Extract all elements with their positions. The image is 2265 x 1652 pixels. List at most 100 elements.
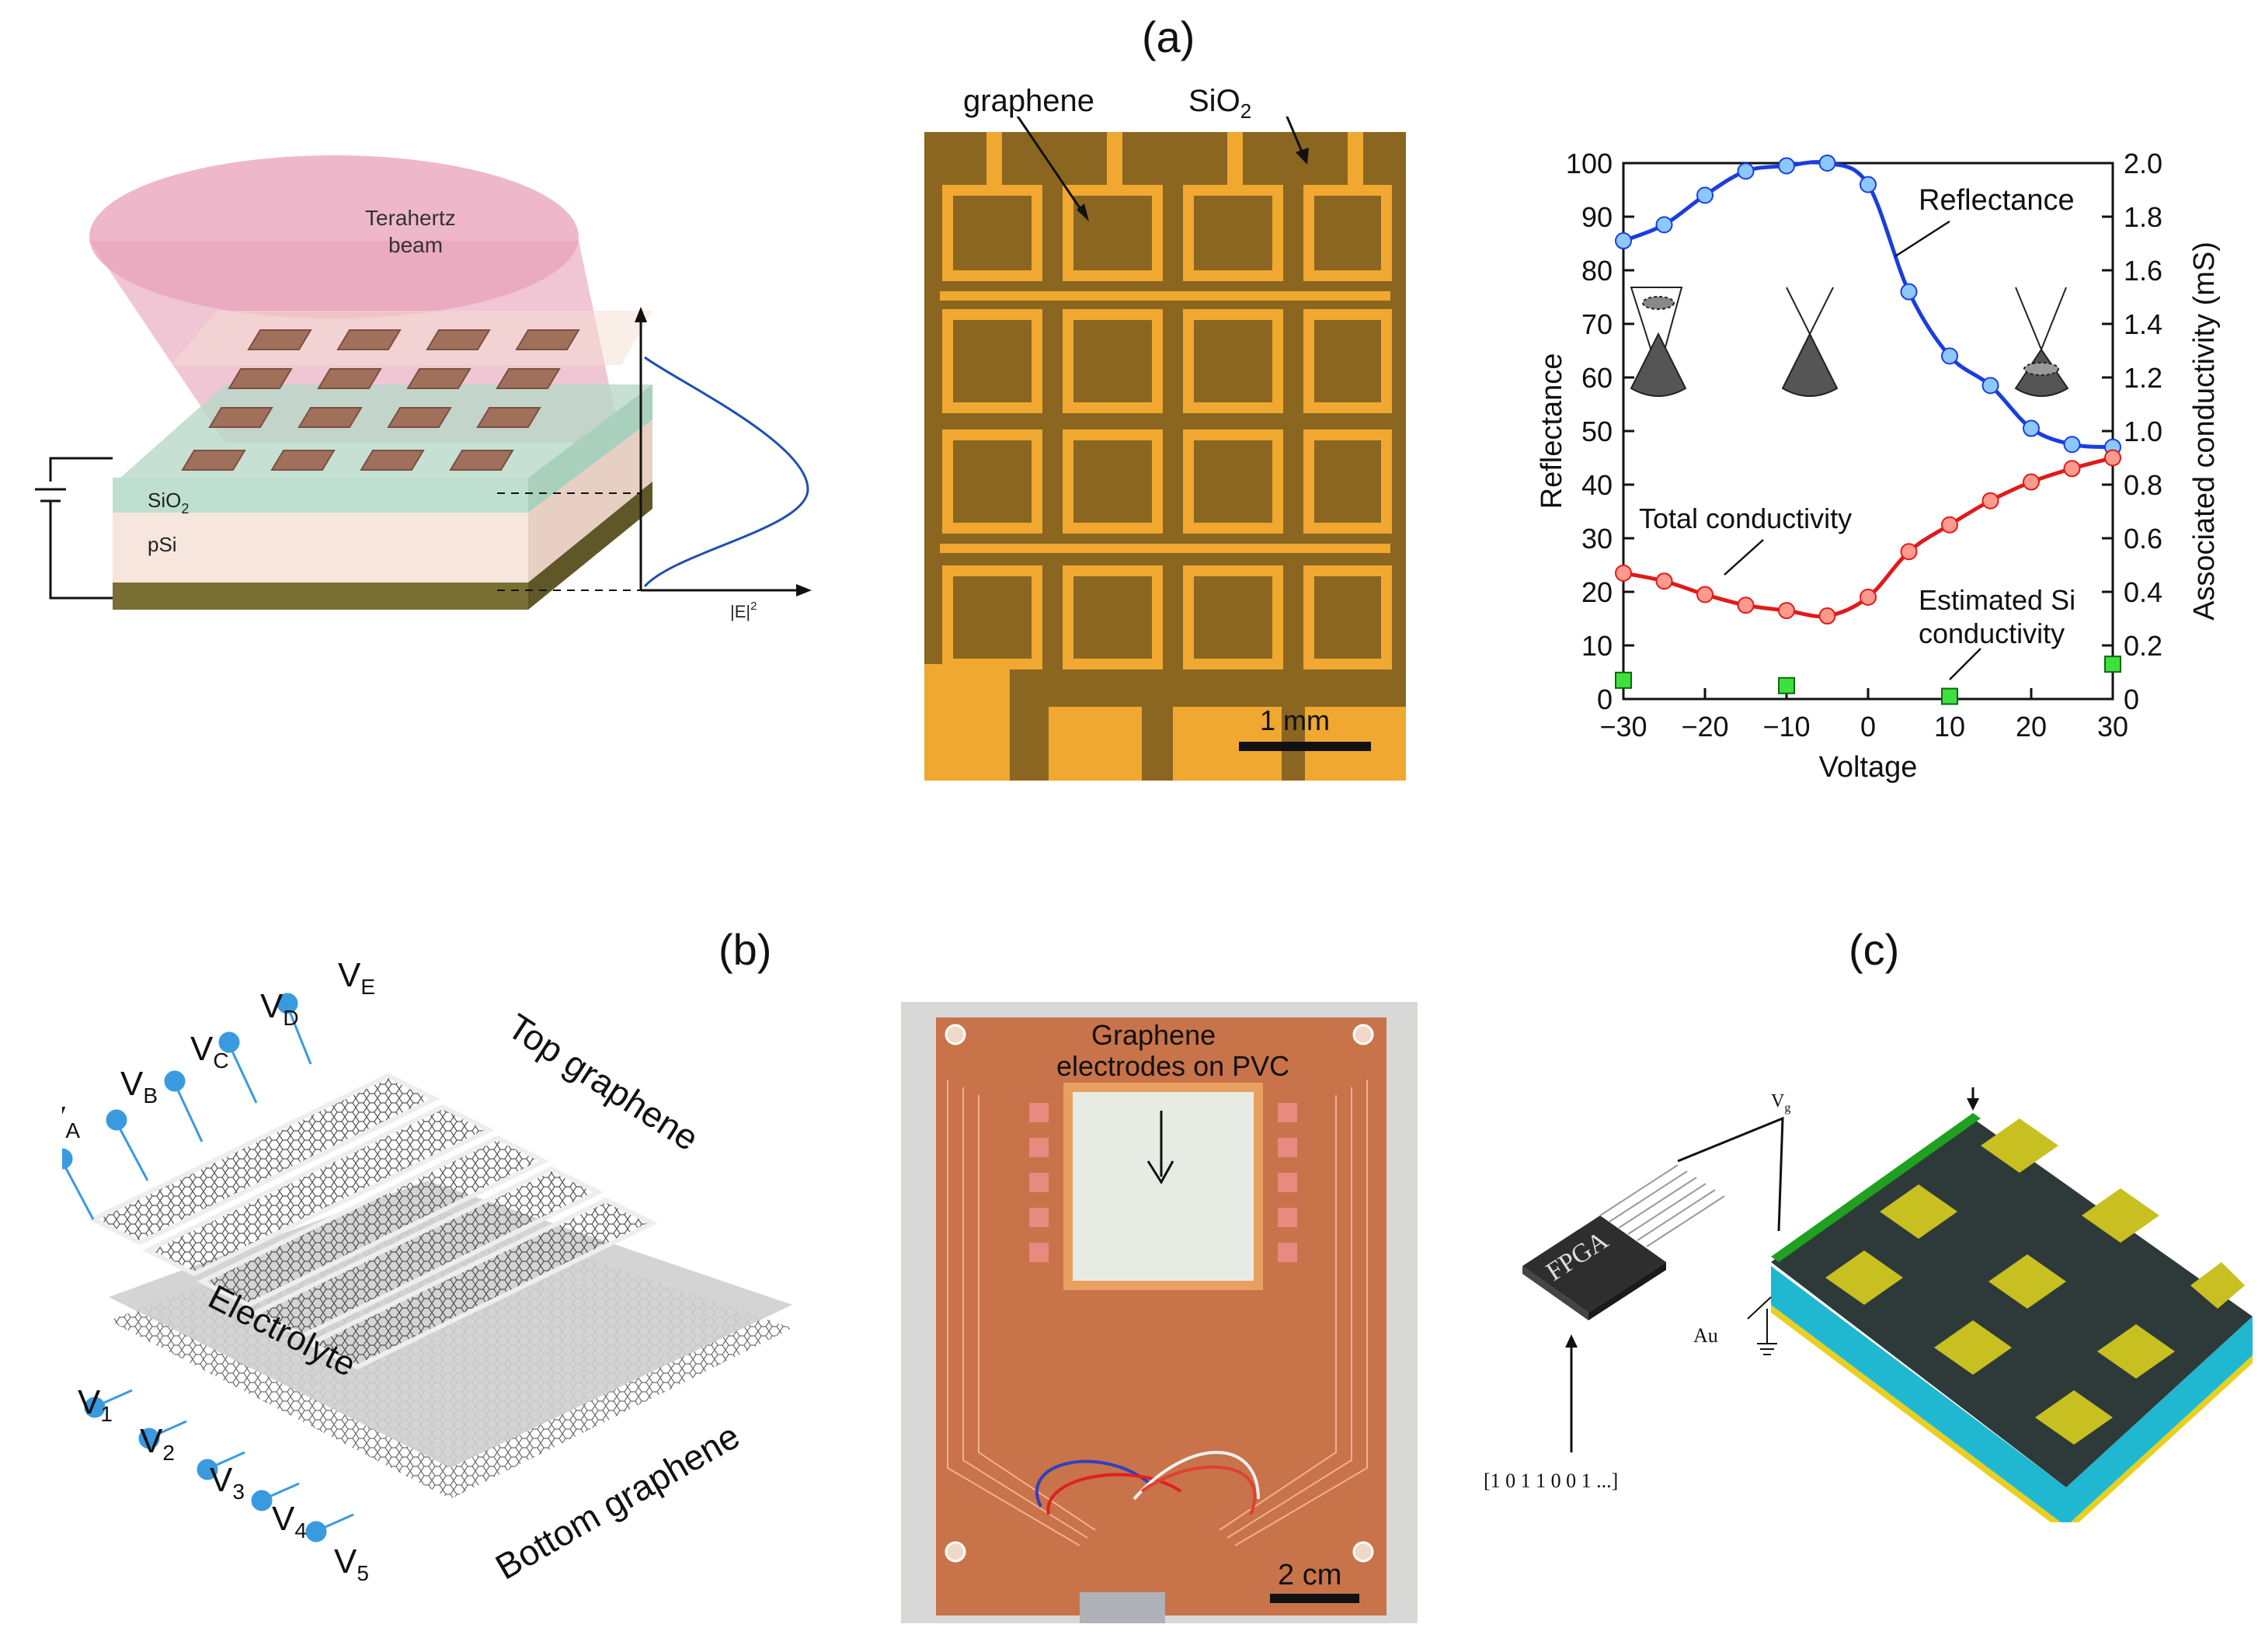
annotation-arrow bbox=[1724, 539, 1764, 576]
series-point-0 bbox=[1615, 232, 1632, 250]
bottom-electrodes bbox=[84, 1389, 354, 1542]
x-tick-label: −10 bbox=[1762, 711, 1810, 743]
substrate-layer bbox=[113, 583, 528, 610]
v-c-label: VC bbox=[190, 1030, 229, 1073]
au-label: Au bbox=[1693, 1324, 1718, 1347]
psi-label: pSi bbox=[148, 533, 177, 556]
series-point-0 bbox=[1941, 347, 1958, 365]
series-point-0 bbox=[1778, 157, 1795, 175]
series-point-0 bbox=[1860, 176, 1877, 193]
v-5-label: V5 bbox=[334, 1542, 369, 1585]
series-point-1 bbox=[1818, 607, 1836, 625]
series-point-2 bbox=[1941, 687, 1958, 705]
y2-tick-label: 1.4 bbox=[2124, 308, 2162, 340]
series-point-2 bbox=[1778, 676, 1795, 694]
v-3-label: V3 bbox=[210, 1461, 245, 1504]
series-point-2 bbox=[2104, 656, 2121, 673]
patch-array bbox=[1825, 1118, 2245, 1445]
ground-wire bbox=[1747, 1296, 1777, 1355]
photo-label-1: Graphene bbox=[1091, 1019, 1216, 1051]
field-label: |E|2 bbox=[730, 600, 757, 621]
x-axis-label: Voltage bbox=[1819, 751, 1918, 784]
v-1-label: V1 bbox=[78, 1383, 113, 1426]
v-b-label: VB bbox=[120, 1065, 158, 1108]
graphene-label: graphene bbox=[963, 84, 1095, 118]
series-point-0 bbox=[1818, 155, 1836, 172]
y-tick-label: 10 bbox=[1581, 630, 1613, 662]
scale-bar bbox=[1270, 1594, 1359, 1603]
top-graphene-strips bbox=[88, 1073, 658, 1370]
vg-label: Vg bbox=[1771, 1091, 1790, 1115]
annotation-est-1: Estimated Si bbox=[1919, 584, 2075, 616]
series-point-1 bbox=[2063, 460, 2081, 478]
series-point-1 bbox=[1778, 602, 1795, 620]
series-point-1 bbox=[1655, 572, 1673, 590]
series-point-0 bbox=[1696, 186, 1714, 204]
cr-strip bbox=[1771, 1113, 1981, 1262]
scale-bar-label: 2 cm bbox=[1278, 1559, 1341, 1591]
y2-tick-label: 0 bbox=[2124, 683, 2139, 715]
y2-tick-label: 0.8 bbox=[2124, 469, 2162, 501]
right-face-sio2 bbox=[528, 384, 652, 513]
series-point-0 bbox=[1737, 162, 1755, 180]
y-tick-label: 20 bbox=[1581, 576, 1613, 608]
pvc-center-film bbox=[1063, 1083, 1263, 1290]
y-axis-label: Reflectance bbox=[1536, 353, 1568, 510]
field-profile-curve bbox=[643, 356, 809, 587]
series-point-1 bbox=[2023, 473, 2040, 491]
panel-label-b: (b) bbox=[718, 925, 772, 974]
annotation-arrow bbox=[1949, 648, 1981, 680]
v-2-label: V2 bbox=[140, 1422, 175, 1465]
bias-wire bbox=[35, 457, 113, 600]
v-e-label: VE bbox=[338, 963, 375, 999]
y-tick-label: 90 bbox=[1581, 201, 1613, 233]
series-point-1 bbox=[1900, 543, 1918, 561]
bit-sequence: [1 0 1 1 0 0 1 ...] bbox=[1484, 1469, 1618, 1492]
sio2-label-micrograph: SiO2 bbox=[1188, 84, 1252, 123]
series-point-2 bbox=[1615, 671, 1632, 689]
bus-lines bbox=[924, 132, 1406, 781]
series-point-0 bbox=[1900, 283, 1918, 301]
series-point-1 bbox=[1696, 586, 1714, 603]
series-point-0 bbox=[2063, 436, 2081, 454]
x-tick-label: 0 bbox=[1860, 711, 1876, 743]
y-tick-label: 40 bbox=[1581, 469, 1613, 501]
sio2-layer bbox=[113, 478, 528, 513]
x-tick-label: 10 bbox=[1934, 711, 1965, 743]
a-device-schematic: Terahertz beam SiO2 pSi |E|2 bbox=[35, 155, 812, 621]
sio2-label: SiO2 bbox=[148, 489, 189, 516]
y-tick-label: 60 bbox=[1581, 362, 1613, 394]
annotation-est-2: conductivity bbox=[1919, 617, 2065, 649]
right-face-substrate bbox=[528, 482, 652, 610]
a-micrograph: 1 mm bbox=[924, 117, 1406, 781]
y2-tick-label: 0.2 bbox=[2124, 630, 2162, 662]
fpga-chip bbox=[1522, 1164, 1725, 1320]
pad-array bbox=[181, 329, 580, 471]
y-tick-label: 80 bbox=[1581, 255, 1613, 287]
series-point-1 bbox=[2104, 449, 2121, 467]
scale-bar bbox=[1239, 742, 1371, 751]
slab-side-yellow bbox=[1771, 1305, 2253, 1522]
y2-tick-label: 2.0 bbox=[2124, 148, 2162, 179]
y2-axis-label: Associated conductivity (mS) bbox=[2188, 242, 2221, 621]
x-tick-label: 20 bbox=[2016, 711, 2047, 743]
top-graphene-label: Top graphene bbox=[501, 1006, 706, 1159]
series-point-1 bbox=[1615, 564, 1632, 582]
annotation-arrow bbox=[1894, 220, 1950, 258]
wire-bundle bbox=[1035, 1451, 1260, 1515]
slab-side-cyan bbox=[1771, 1266, 2253, 1522]
panel-label-a: (a) bbox=[1142, 12, 1195, 61]
beam-label-2: beam bbox=[388, 233, 443, 257]
v-d-label: VD bbox=[260, 987, 299, 1030]
a-chart: 010203040506070809010000.20.40.60.81.01.… bbox=[1536, 148, 2221, 784]
graphene-pads bbox=[1029, 1103, 1297, 1262]
psi-top bbox=[171, 311, 652, 365]
scale-bar-label: 1 mm bbox=[1260, 704, 1330, 736]
annotation-total: Total conductivity bbox=[1639, 503, 1852, 534]
y2-tick-label: 1.6 bbox=[2124, 255, 2162, 287]
y2-tick-label: 0.4 bbox=[2124, 576, 2162, 608]
c-metasurface-schematic: FPGA Vg Cr Au [1 0 1 1 0 0 1 ...] bbox=[1484, 1087, 2253, 1522]
b-crossbar-schematic: VA VB VC VD VE V1 V2 V3 V4 V5 Top graphe… bbox=[62, 963, 792, 1588]
y-tick-label: 50 bbox=[1581, 416, 1613, 447]
y2-tick-label: 0.6 bbox=[2124, 523, 2162, 555]
